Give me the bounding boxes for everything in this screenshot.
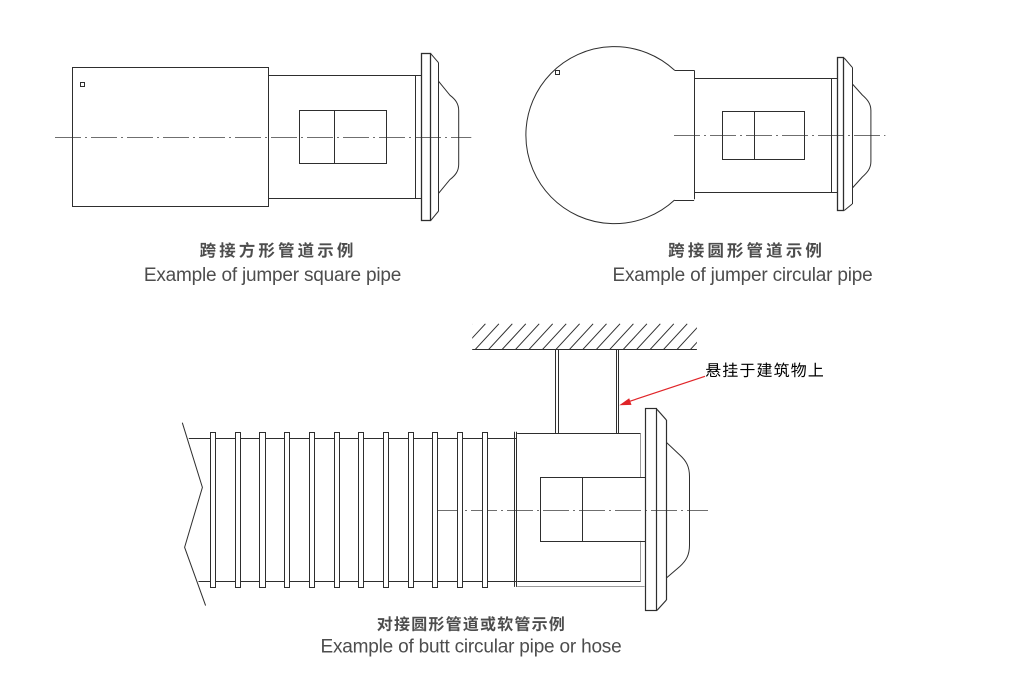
- svg-text:Example of jumper circular pip: Example of jumper circular pipe: [613, 265, 873, 286]
- svg-text:Example of jumper square pipe: Example of jumper square pipe: [144, 265, 401, 286]
- svg-text:Example of butt circular pipe: Example of butt circular pipe or hose: [321, 636, 622, 657]
